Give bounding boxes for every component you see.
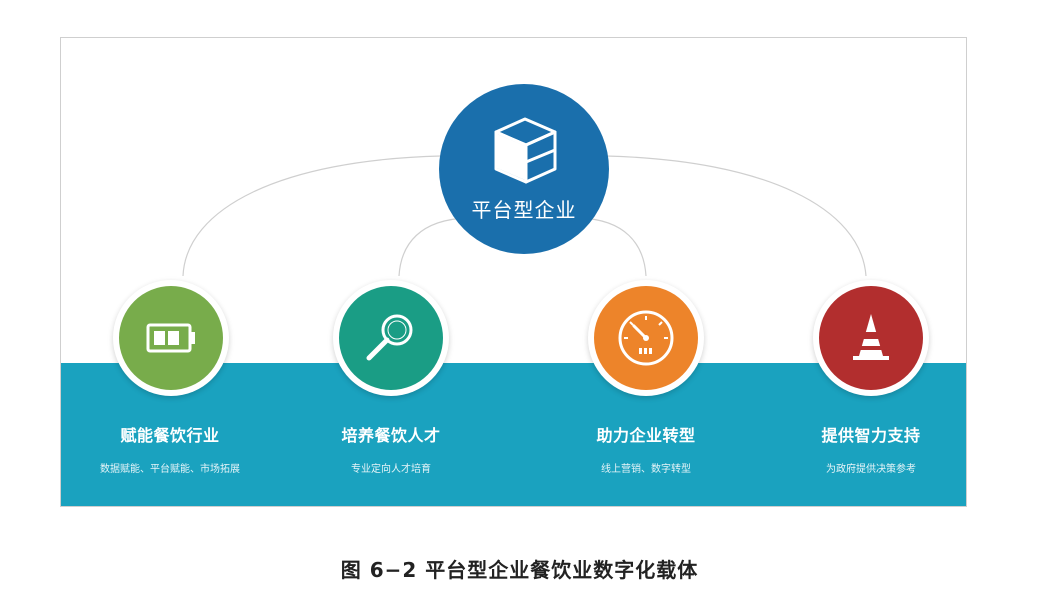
node-intellectual-support — [813, 280, 929, 396]
node-empower-industry — [113, 280, 229, 396]
center-node: 平台型企业 — [439, 84, 609, 254]
node-subtitle-cultivate-talent: 专业定向人才培育 — [351, 464, 431, 475]
node-subtitle-intellectual-support: 为政府提供决策参考 — [826, 464, 916, 475]
gauge-icon — [618, 310, 674, 366]
node-subtitle-empower-industry: 数据赋能、平台赋能、市场拓展 — [100, 464, 240, 475]
battery-icon — [146, 323, 195, 353]
connector-left-inner — [398, 217, 467, 277]
node-title-intellectual-support: 提供智力支持 — [821, 426, 921, 445]
connector-right-inner — [580, 217, 647, 277]
connector-right-outer — [605, 155, 867, 277]
node-title-assist-transformation: 助力企业转型 — [596, 426, 696, 445]
magnifier-icon — [366, 314, 413, 361]
node-title-empower-industry: 赋能餐饮行业 — [120, 426, 220, 445]
connector-lines — [182, 155, 867, 277]
node-subtitle-assist-transformation: 线上营销、数字转型 — [601, 464, 691, 475]
center-label: 平台型企业 — [471, 198, 577, 222]
cube-icon — [494, 117, 557, 184]
node-assist-transformation — [588, 280, 704, 396]
diagram-frame: 平台型企业 赋能餐饮行业 数据赋能、平台赋能、市场拓展 培养餐饮人才 专业定向人… — [60, 37, 967, 507]
node-title-cultivate-talent: 培养餐饮人才 — [341, 426, 441, 445]
traffic-cone-icon — [853, 314, 889, 360]
node-disc — [339, 286, 443, 390]
teal-band — [61, 363, 966, 506]
connector-left-outer — [182, 155, 442, 277]
node-cultivate-talent — [333, 280, 449, 396]
figure-caption: 图 6−2 平台型企业餐饮业数字化载体 — [340, 558, 699, 582]
